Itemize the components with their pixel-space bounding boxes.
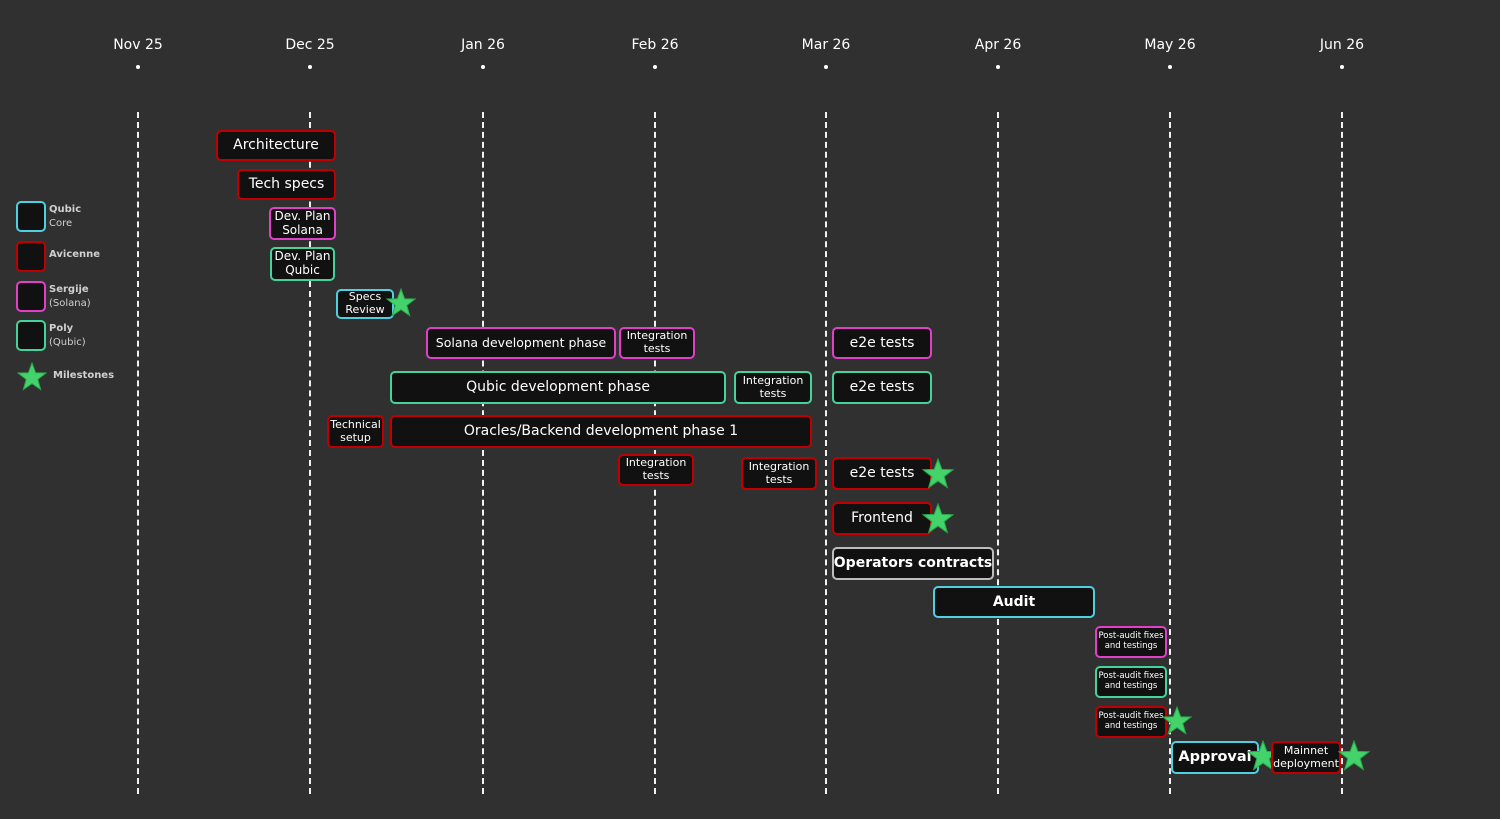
legend-label-text: Avicenne: [49, 249, 101, 260]
month-gridline: [825, 112, 827, 794]
legend-label: Sergije (Solana): [49, 283, 91, 311]
milestone-star-icon: [386, 288, 416, 317]
milestone-star-icon: [17, 362, 47, 391]
month-label: Dec 25: [285, 37, 335, 53]
month-dot: [1340, 65, 1344, 69]
month-gridline: [137, 112, 139, 794]
month-gridline: [309, 112, 311, 794]
month-dot: [481, 65, 485, 69]
legend-swatch: [16, 320, 46, 351]
task-bar: Solana development phase: [426, 327, 616, 359]
legend-label: Avicenne: [49, 248, 100, 262]
legend-label-sub: (Qubic): [49, 337, 86, 348]
month-label: Mar 26: [801, 37, 851, 53]
month-label: Jun 26: [1319, 37, 1365, 53]
legend-label: Poly (Qubic): [49, 322, 86, 350]
milestone-star-icon: [922, 458, 954, 489]
task-bar: Oracles/Backend development phase 1: [390, 415, 812, 448]
month-dot: [1168, 65, 1172, 69]
milestone-star-icon: [1162, 706, 1192, 735]
legend-swatch: [16, 241, 46, 272]
legend-swatch: [16, 201, 46, 232]
month-dot: [308, 65, 312, 69]
task-bar: Approval: [1171, 741, 1259, 774]
task-bar: e2e tests: [832, 457, 932, 490]
month-gridline: [997, 112, 999, 794]
milestone-star-icon: [922, 503, 954, 534]
month-dot: [653, 65, 657, 69]
task-bar: e2e tests: [832, 327, 932, 359]
month-gridline: [654, 112, 656, 794]
month-label: Nov 25: [113, 37, 163, 53]
legend-label: Milestones: [53, 369, 114, 383]
task-bar: Frontend: [832, 502, 932, 535]
legend-swatch: [16, 281, 46, 312]
legend-label-sub: Core: [49, 218, 73, 229]
month-label: Apr 26: [974, 37, 1022, 53]
month-label: Jan 26: [461, 37, 505, 53]
month-dot: [136, 65, 140, 69]
month-label: May 26: [1144, 37, 1196, 53]
month-dot: [824, 65, 828, 69]
task-bar: Qubic development phase: [390, 371, 726, 404]
legend-label-text: Qubic: [49, 204, 82, 215]
task-bar: e2e tests: [832, 371, 932, 404]
month-dot: [996, 65, 1000, 69]
month-gridline: [1341, 112, 1343, 794]
month-gridline: [482, 112, 484, 794]
milestone-star-icon: [1338, 740, 1370, 771]
month-gridline: [1169, 112, 1171, 794]
legend-label-text: Poly: [49, 323, 74, 334]
month-label: Feb 26: [631, 37, 679, 53]
task-bar: Architecture: [216, 130, 336, 161]
legend-label-text: Milestones: [53, 370, 115, 381]
legend-label-text: Sergije: [49, 284, 89, 295]
task-bar: Audit: [933, 586, 1095, 618]
task-bar: Operators contracts: [832, 547, 994, 580]
legend-label-sub: (Solana): [49, 298, 91, 309]
task-bar: Tech specs: [237, 169, 336, 200]
